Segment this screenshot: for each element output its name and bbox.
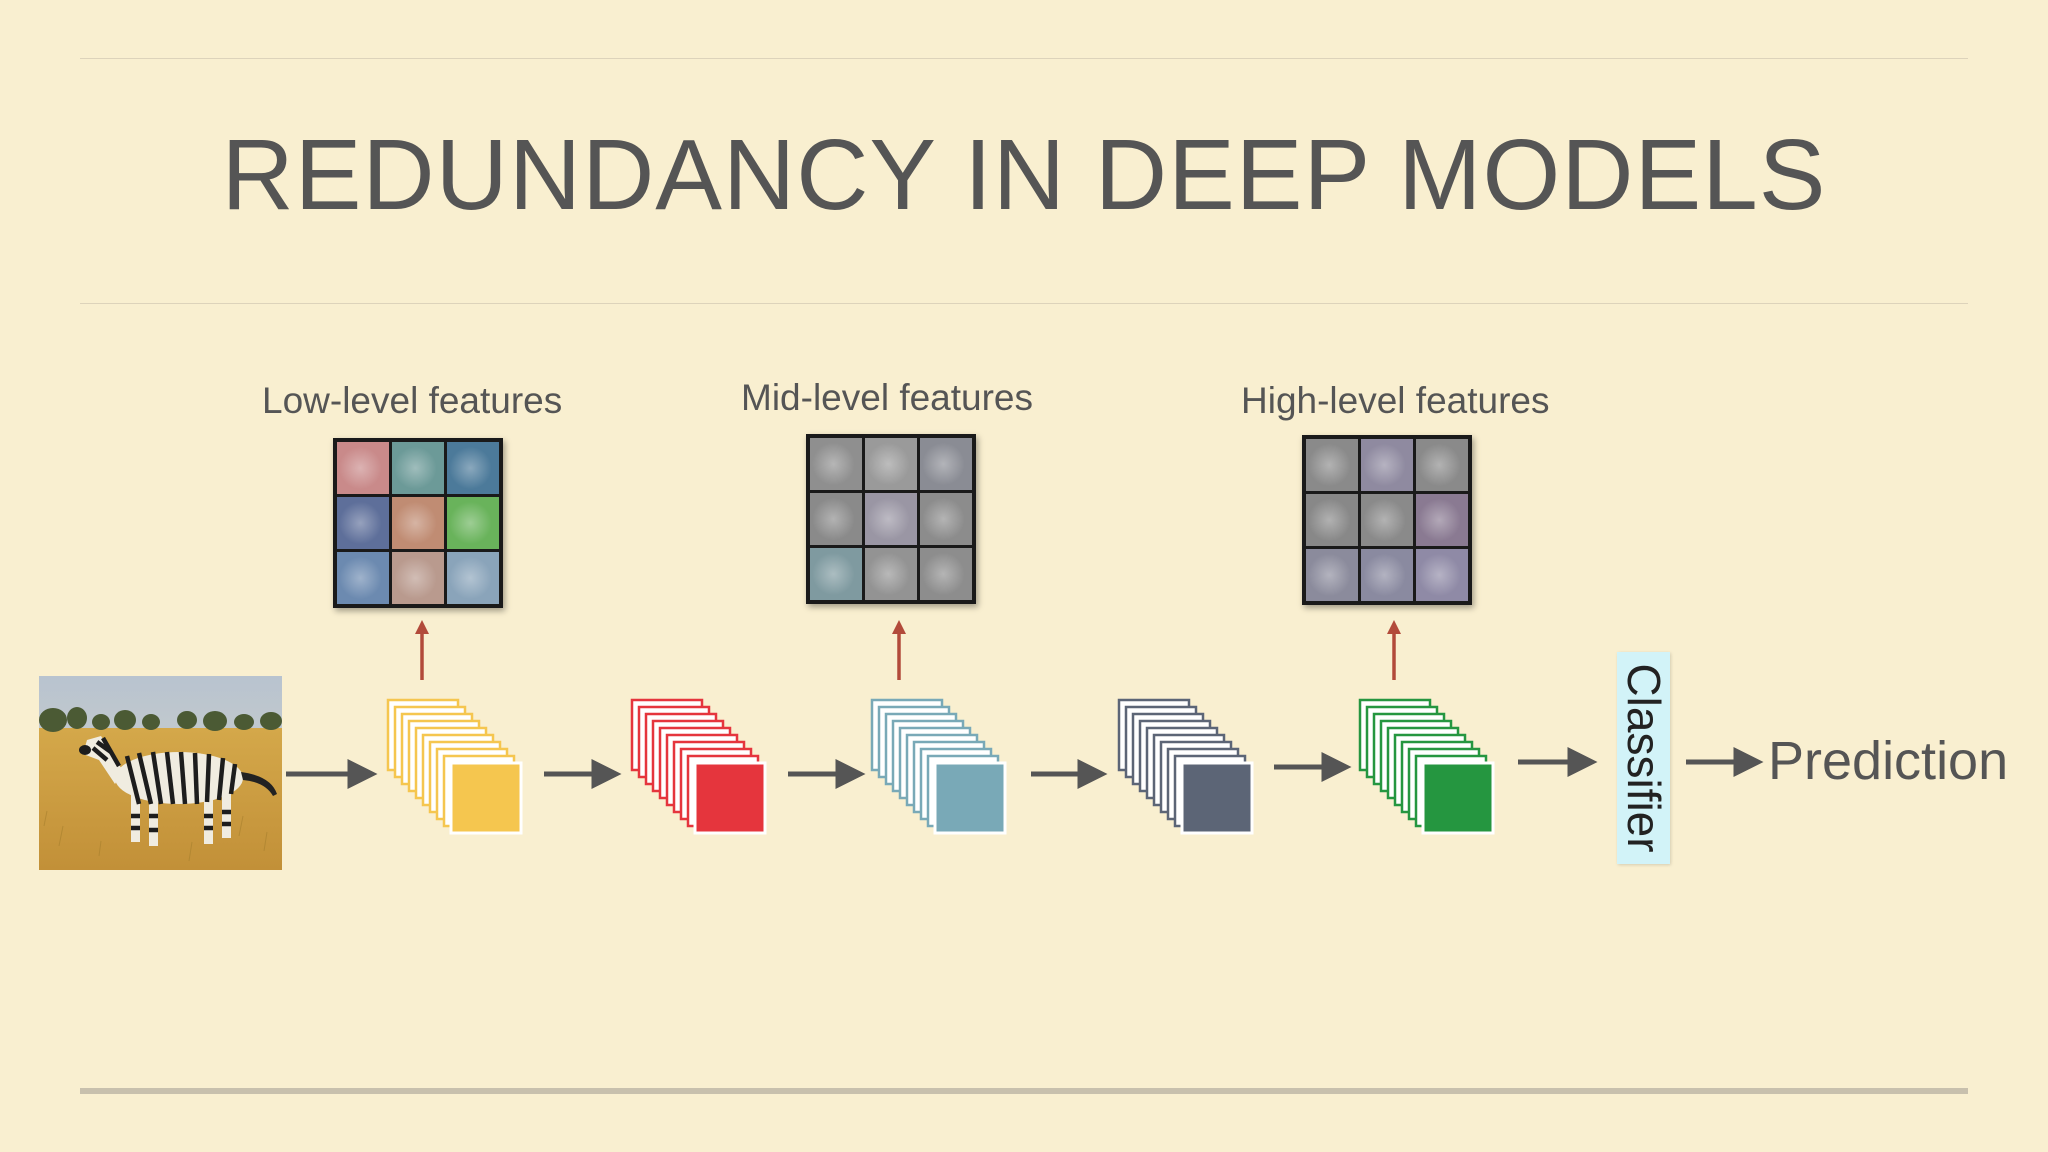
- feature-map-front: [451, 763, 521, 833]
- feature-map-front: [935, 763, 1005, 833]
- layer-2-stack: [628, 696, 788, 860]
- layer-5-stack: [1356, 696, 1516, 860]
- classifier-label: Classifier: [1617, 663, 1671, 852]
- classifier-box: Classifier: [1617, 652, 1670, 864]
- prediction-label: Prediction: [1768, 730, 2008, 792]
- feature-map-front: [1423, 763, 1493, 833]
- layer-1-stack: [384, 696, 540, 852]
- layer-4-stack: [1115, 696, 1275, 860]
- bottom-rule: [80, 1088, 1968, 1094]
- feature-map-front: [1182, 763, 1252, 833]
- feature-map-front: [695, 763, 765, 833]
- layer-3-stack: [868, 696, 1028, 860]
